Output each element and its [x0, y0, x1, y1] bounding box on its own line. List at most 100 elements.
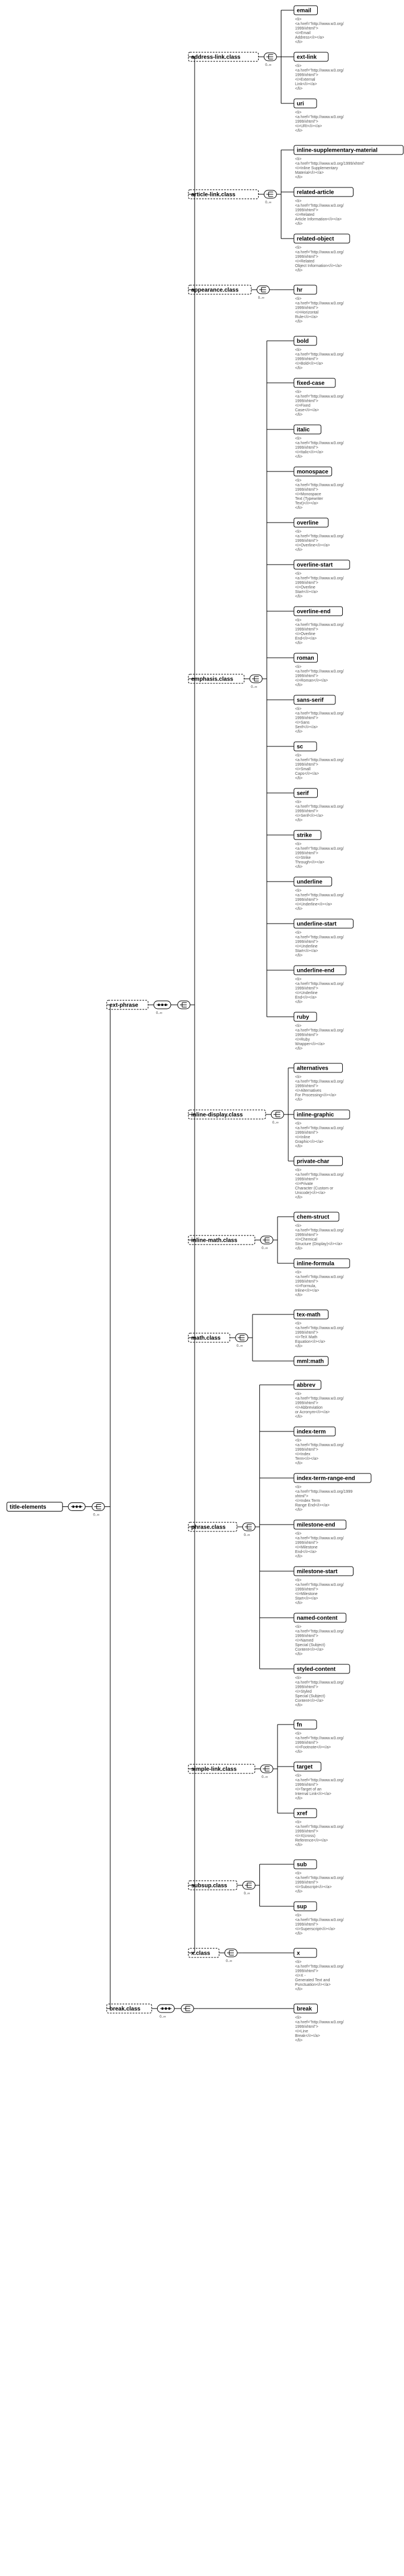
occurrence-label: 0..∞: [159, 2015, 166, 2019]
annotation-text: <li>: [295, 572, 301, 576]
node-label: x.class: [191, 1951, 211, 1957]
class-phrase-class[interactable]: phrase.class: [188, 1522, 238, 1532]
group-break-class[interactable]: break.class: [106, 2003, 152, 2014]
element-sans-serif[interactable]: sans-serif: [293, 695, 336, 705]
element-sup[interactable]: sup: [293, 1901, 317, 1911]
element-fixed-case[interactable]: fixed-case: [293, 378, 336, 388]
annotation-text: </li>: [295, 1000, 302, 1004]
element-break[interactable]: break: [293, 2003, 318, 2014]
element-abbrev[interactable]: abbrev: [293, 1380, 322, 1390]
annotation-text: <a href="http://www.w3.org/: [295, 483, 344, 487]
element-uri[interactable]: uri: [293, 98, 317, 108]
class-emphasis-class[interactable]: emphasis.class: [188, 674, 245, 684]
group-ext-phrase[interactable]: ext-phrase: [106, 1000, 149, 1010]
element-related-article[interactable]: related-article: [293, 187, 354, 197]
element-inline-graphic[interactable]: inline-graphic: [293, 1109, 350, 1120]
element-inline-formula[interactable]: inline-formula: [293, 1258, 350, 1268]
element-inline-supplementary-material[interactable]: inline-supplementary-material: [293, 145, 404, 155]
node-label: inline-formula: [297, 1261, 335, 1267]
element-sc[interactable]: sc: [293, 741, 317, 751]
annotation-text: </li>: [295, 1047, 302, 1051]
annotation-text: <a href="http://www.w3.org/: [295, 1029, 344, 1033]
element-x[interactable]: x: [293, 1948, 317, 1958]
annotation-text: <li>: [295, 665, 301, 669]
annotation-text: <i>Underline: [295, 991, 318, 995]
element-private-char[interactable]: private-char: [293, 1156, 343, 1166]
annotation-text: 1999/xhtml">: [295, 1401, 318, 1405]
annotation-text: 1999/xhtml">: [295, 898, 318, 902]
annotation-text: </li>: [295, 129, 302, 133]
element-overline-start[interactable]: overline-start: [293, 560, 350, 570]
element-index-term[interactable]: index-term: [293, 1426, 336, 1437]
element-roman[interactable]: roman: [293, 653, 318, 663]
annotation-text: <li>: [295, 64, 301, 68]
annotation-text: Character (Custom or: [295, 1187, 334, 1191]
annotation-text: <a href="http://www.w3.org/: [295, 250, 344, 254]
class-appearance-class[interactable]: appearance.class: [188, 285, 252, 295]
element-sub[interactable]: sub: [293, 1859, 317, 1869]
class-subsup-class[interactable]: subsup.class: [188, 1880, 238, 1890]
element-monospace[interactable]: monospace: [293, 466, 333, 477]
annotation-text: Start</i></a>: [295, 590, 318, 594]
node-label: fn: [297, 1722, 302, 1729]
element-xref[interactable]: xref: [293, 1808, 317, 1818]
element-ext-link[interactable]: ext-link: [293, 52, 329, 62]
element-milestone-end[interactable]: milestone-end: [293, 1519, 347, 1530]
class-article-link-class[interactable]: article-link.class: [188, 189, 259, 199]
root-element-title-elements[interactable]: title-elements: [6, 1502, 63, 1512]
annotation-text: </li>: [295, 366, 302, 370]
class-inline-display-class[interactable]: inline-display.class: [188, 1109, 266, 1120]
element-bold[interactable]: bold: [293, 336, 317, 346]
node-label: target: [297, 1764, 313, 1771]
element-hr[interactable]: hr: [293, 285, 317, 295]
node-label: monospace: [297, 469, 329, 475]
element-target[interactable]: target: [293, 1761, 322, 1772]
annotation-text: 1999/xhtml">: [295, 809, 318, 813]
element-overline[interactable]: overline: [293, 517, 329, 528]
class-simple-link-class[interactable]: simple-link.class: [188, 1764, 255, 1774]
annotation-text: <a href="http://www.w3.org/: [295, 1537, 344, 1540]
sequence-dot: [161, 2007, 163, 2010]
element-tex-math[interactable]: tex-math: [293, 1309, 329, 1320]
element-serif[interactable]: serif: [293, 788, 318, 798]
element-named-content[interactable]: named-content: [293, 1613, 347, 1623]
element-index-term-range-end[interactable]: index-term-range-end: [293, 1473, 372, 1483]
annotation-text: Content</i></a>: [295, 1699, 323, 1703]
element-related-object[interactable]: related-object: [293, 233, 350, 244]
element-email[interactable]: email: [293, 5, 318, 15]
class-address-link-class[interactable]: address-link.class: [188, 52, 259, 62]
annotation-text: <li>: [295, 1122, 301, 1126]
element-ruby[interactable]: ruby: [293, 1012, 317, 1022]
annotation-text: </li>: [295, 907, 302, 911]
element-fn[interactable]: fn: [293, 1719, 317, 1730]
element-underline-start[interactable]: underline-start: [293, 918, 354, 929]
element-mml-math[interactable]: mml:math: [293, 1356, 329, 1366]
annotation-text: <i>Alternatives: [295, 1089, 322, 1093]
annotation-text: <li>: [295, 297, 301, 301]
element-styled-content[interactable]: styled-content: [293, 1664, 350, 1674]
annotation-text: Punctuation</i></a>: [295, 1983, 331, 1987]
sequence-dot: [72, 1505, 74, 1508]
node-label: sans-serif: [297, 698, 324, 704]
annotation-text: 1999/xhtml">: [295, 716, 318, 720]
element-chem-struct[interactable]: chem-struct: [293, 1212, 339, 1222]
element-alternatives[interactable]: alternatives: [293, 1063, 343, 1073]
element-underline-end[interactable]: underline-end: [293, 965, 347, 975]
element-strike[interactable]: strike: [293, 830, 322, 840]
annotation-text: <li>: [295, 348, 301, 352]
element-underline[interactable]: underline: [293, 876, 333, 887]
annotation-text: <i>Strike: [295, 856, 311, 860]
element-italic[interactable]: italic: [293, 424, 322, 435]
element-overline-end[interactable]: overline-end: [293, 606, 343, 616]
element-milestone-start[interactable]: milestone-start: [293, 1566, 354, 1576]
annotation-text: <a href="http://www.w3.org/: [295, 1173, 344, 1177]
annotation-text: Special (Subject): [295, 1643, 325, 1647]
node-label: inline-math.class: [191, 1238, 238, 1244]
annotation-text: <i>Styled: [295, 1690, 312, 1694]
class-inline-math-class[interactable]: inline-math.class: [188, 1235, 255, 1245]
annotation-text: </li>: [295, 1601, 302, 1605]
node-label: appearance.class: [191, 287, 239, 294]
annotation-text: End</i></a>: [295, 1550, 317, 1554]
annotation-text: <i>Milestone: [295, 1546, 318, 1550]
